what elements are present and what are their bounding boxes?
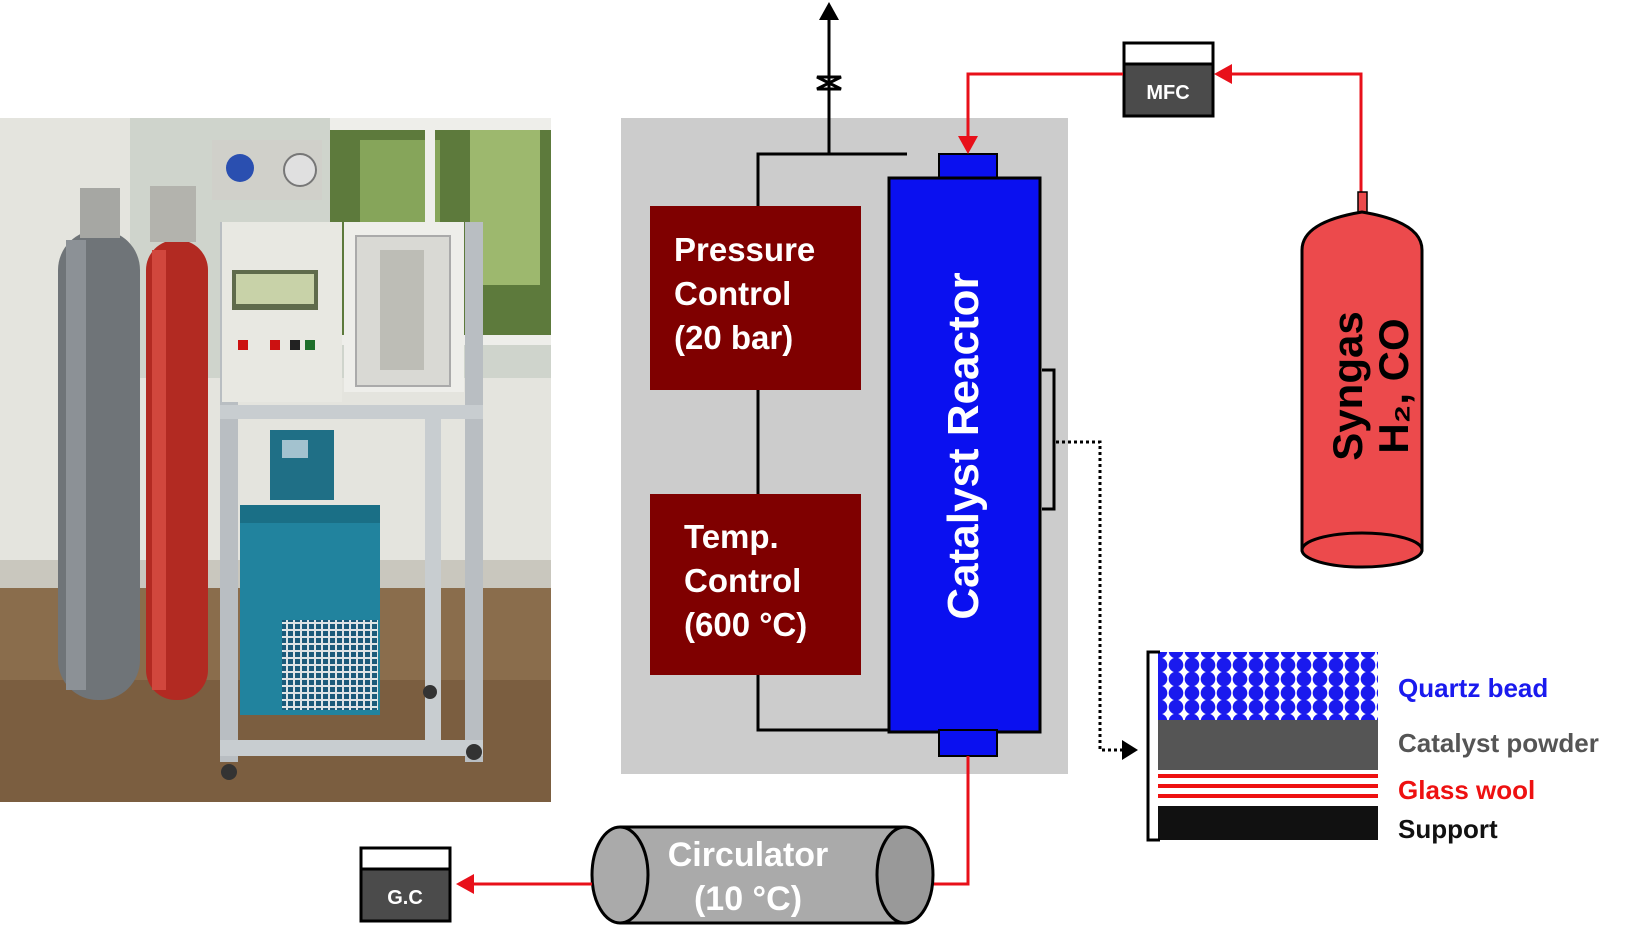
- legend-quartz-bead: Quartz bead: [1398, 673, 1548, 703]
- support-layer: [1158, 806, 1378, 840]
- pressure-control-line2: Control: [674, 275, 791, 312]
- circulator: Circulator (10 °C): [590, 825, 935, 925]
- catalyst-bed-detail: Quartz bead Catalyst powder Glass wool S…: [1146, 650, 1599, 844]
- temp-control-box: Temp. Control (600 °C): [650, 494, 861, 675]
- quartz-bead-layer: [1158, 652, 1378, 720]
- mfc-box: MFC: [1122, 41, 1215, 118]
- mfc-label: MFC: [1146, 82, 1189, 104]
- gc-box: G.C: [359, 846, 452, 923]
- catalyst-powder-layer: [1158, 720, 1378, 770]
- bed-detail-connector: [1056, 440, 1138, 760]
- circulator-temp: (10 °C): [694, 880, 802, 918]
- bed-zone-bracket: [1042, 368, 1056, 511]
- legend-glass-wool: Glass wool: [1398, 775, 1535, 805]
- temp-control-line1: Temp.: [684, 518, 779, 555]
- cylinder-gas-name: Syngas: [1324, 311, 1371, 460]
- syngas-cylinder: Syngas H₂, CO: [1300, 191, 1424, 569]
- valve-icon: [816, 75, 842, 91]
- mfc-inlet-arrow-icon: [1214, 64, 1232, 84]
- exhaust-outlet: [816, 2, 842, 91]
- bed-bracket: [1146, 650, 1160, 842]
- gc-label: G.C: [387, 887, 423, 909]
- temp-control-line3: (600 °C): [684, 606, 807, 643]
- temp-control-line2: Control: [684, 562, 801, 599]
- connector-arrow-icon: [1122, 740, 1138, 760]
- legend-support: Support: [1398, 814, 1498, 844]
- gc-inlet-arrow-icon: [456, 874, 474, 894]
- legend-catalyst-powder: Catalyst powder: [1398, 728, 1599, 758]
- catalyst-reactor-label: Catalyst Reactor: [939, 272, 988, 619]
- pressure-control-line3: (20 bar): [674, 319, 793, 356]
- gas-feed-line: [966, 72, 1363, 196]
- pressure-control-box: Pressure Control (20 bar): [650, 206, 861, 390]
- cylinder-gas-composition: H₂, CO: [1370, 318, 1417, 453]
- circulator-label: Circulator: [668, 836, 829, 874]
- apparatus-photo: [0, 118, 551, 802]
- catalyst-reactor: Catalyst Reactor: [887, 153, 1042, 757]
- pressure-control-line1: Pressure: [674, 231, 815, 268]
- reactor-inlet-arrow-icon: [958, 136, 978, 154]
- glass-wool-layer: [1158, 770, 1378, 806]
- exhaust-arrow-icon: [819, 2, 839, 20]
